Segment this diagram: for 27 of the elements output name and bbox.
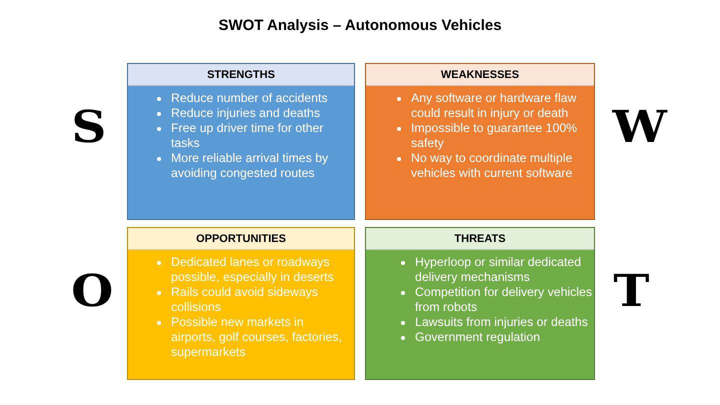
bullet-text: More reliable arrival times by avoiding congested routes: [171, 151, 330, 181]
bullet-text: Reduce injuries and deaths: [171, 106, 320, 121]
quadrant-panel: [365, 63, 595, 220]
quadrant-letter: W: [612, 106, 667, 150]
quadrant-letter: S: [71, 106, 106, 150]
quadrant-panel: [365, 227, 595, 380]
bullet-text: Reduce number of accidents: [171, 91, 328, 106]
bullet-text: Dedicated lanes or roadways possible, especially in deserts: [171, 255, 335, 285]
bullet-text: Any software or hardware flaw could result in injury or death: [411, 91, 578, 121]
quadrant-letter: T: [613, 270, 650, 314]
bullet-text: Possible new markets in airports, golf courses, factories, supermarkets: [171, 315, 343, 360]
bullet-text: No way to coordinate multiple vehicles with current software: [411, 151, 574, 181]
bullet-text: Government regulation: [415, 330, 540, 345]
quadrant-panel: [127, 63, 355, 220]
bullet-text: Free up driver time for other tasks: [171, 121, 324, 151]
quadrant-header: WEAKNESSES: [366, 64, 594, 86]
quadrant-letter: O: [71, 270, 114, 314]
quadrant-header: THREATS: [366, 228, 594, 250]
quadrant-header: OPPORTUNITIES: [128, 228, 354, 250]
bullet-text: Lawsuits from injuries or deaths: [415, 315, 588, 330]
diagram-title: SWOT Analysis – Autonomous Vehicles: [217, 17, 503, 34]
bullet-text: Hyperloop or similar dedicated delivery mechanisms: [415, 255, 582, 285]
bullet-text: Competition for delivery vehicles from robots: [415, 285, 593, 315]
quadrant-header: STRENGTHS: [128, 64, 354, 86]
bullet-text: Rails could avoid sideways collisions: [171, 285, 319, 315]
quadrant-panel: [127, 227, 355, 380]
bullet-text: Impossible to guarantee 100% safety: [411, 121, 578, 151]
